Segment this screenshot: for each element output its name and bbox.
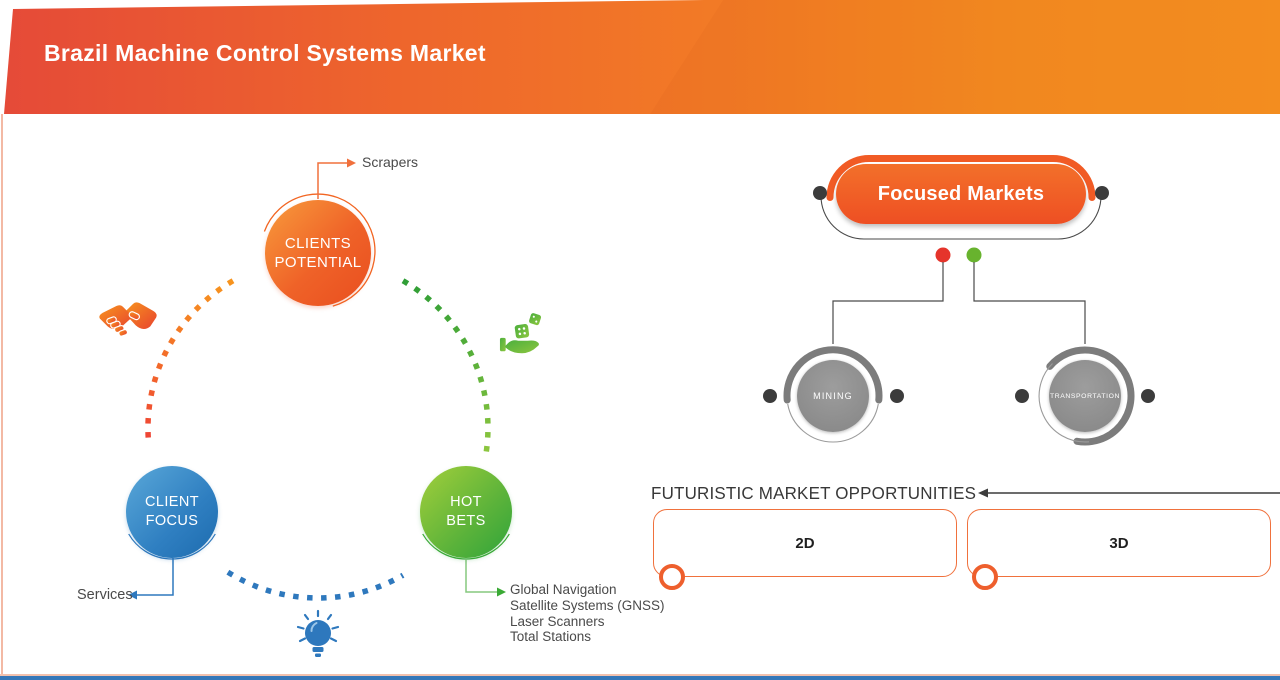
client-focus-circle: CLIENT FOCUS bbox=[126, 466, 218, 558]
market-circle-mining: MINING bbox=[797, 360, 869, 432]
hot-bets-label: HOT BETS bbox=[446, 494, 486, 529]
transportation-left-dot bbox=[1015, 389, 1029, 403]
bottom-edge-border bbox=[0, 674, 1280, 676]
green-dotted-arc bbox=[401, 278, 491, 453]
mining-label: MINING bbox=[813, 391, 853, 401]
callout-line: Satellite Systems (GNSS) bbox=[510, 597, 665, 613]
opportunity-box-3d: 3D bbox=[967, 509, 1271, 577]
services-connector bbox=[128, 558, 174, 600]
page-title: Brazil Machine Control Systems Market bbox=[44, 40, 486, 66]
mining-left-dot bbox=[763, 389, 777, 403]
opportunity-2d-ring-icon bbox=[659, 564, 685, 590]
handshake-icon bbox=[97, 299, 159, 344]
header-banner: Brazil Machine Control Systems Market bbox=[4, 0, 1280, 114]
opportunity-box-2d: 2D bbox=[653, 509, 957, 577]
opportunity-3d-ring-icon bbox=[972, 564, 998, 590]
pill-left-dot bbox=[813, 186, 827, 200]
scrapers-connector bbox=[317, 158, 356, 199]
opportunity-2d-label: 2D bbox=[795, 534, 815, 552]
red-dot bbox=[935, 247, 951, 263]
mining-right-dot bbox=[890, 389, 904, 403]
callout-line: Total Stations bbox=[510, 629, 592, 645]
opportunity-3d-label: 3D bbox=[1109, 534, 1129, 552]
opportunities-arrow bbox=[978, 488, 1280, 498]
clients-potential-circle: CLIENTS POTENTIAL bbox=[265, 200, 371, 306]
dice-in-hand-icon bbox=[499, 312, 543, 360]
focused-markets-pill: Focused Markets bbox=[836, 164, 1086, 224]
callout-line: Laser Scanners bbox=[510, 613, 605, 629]
arrow-right-icon bbox=[347, 158, 356, 168]
transportation-right-dot bbox=[1141, 389, 1155, 403]
arrow-left-icon bbox=[978, 488, 988, 498]
branch-line-transportation bbox=[973, 262, 1086, 344]
services-callout: Services bbox=[77, 587, 133, 603]
hot-bets-callout-list: Global Navigation Satellite Systems (GNS… bbox=[510, 582, 665, 645]
pill-right-dot bbox=[1095, 186, 1109, 200]
gnss-connector bbox=[465, 558, 506, 597]
left-edge-border bbox=[1, 114, 3, 675]
callout-line: Global Navigation bbox=[510, 582, 617, 597]
blue-dotted-arc bbox=[226, 569, 405, 601]
clients-potential-label: CLIENTS POTENTIAL bbox=[274, 234, 362, 272]
bottom-blue-bar bbox=[0, 676, 1280, 680]
green-dot bbox=[966, 247, 982, 263]
header-diagonal-shade bbox=[650, 0, 1280, 114]
lightbulb-icon bbox=[295, 606, 341, 662]
transportation-label: TRANSPORTATION bbox=[1050, 392, 1120, 400]
branch-line-mining bbox=[832, 262, 944, 344]
client-focus-label: CLIENT FOCUS bbox=[145, 494, 199, 529]
market-circle-transportation: TRANSPORTATION bbox=[1049, 360, 1121, 432]
orange-dotted-arc bbox=[145, 278, 235, 447]
scrapers-callout: Scrapers bbox=[362, 154, 419, 170]
focused-markets-label: Focused Markets bbox=[877, 182, 1045, 205]
opportunities-title: FUTURISTIC MARKET OPPORTUNITIES bbox=[651, 483, 977, 503]
hot-bets-circle: HOT BETS bbox=[420, 466, 512, 558]
arrow-right-icon bbox=[497, 587, 506, 597]
